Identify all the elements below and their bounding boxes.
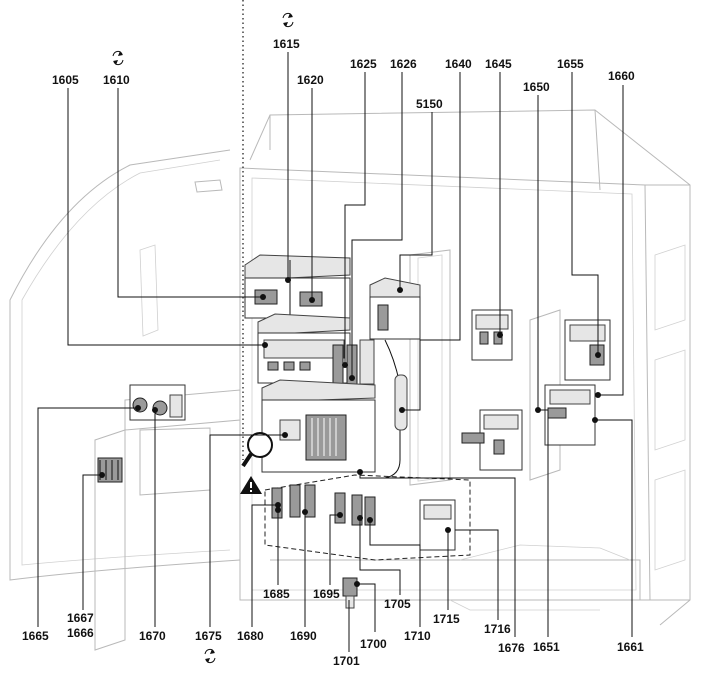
label-1650: 1650 — [523, 80, 550, 94]
label-1605: 1605 — [52, 73, 79, 87]
label-1661: 1661 — [617, 640, 644, 654]
dashed-detail-box — [264, 474, 471, 561]
label-1701: 1701 — [333, 654, 360, 668]
label-1695: 1695 — [313, 587, 340, 601]
rotate-arrows-icon — [204, 648, 216, 664]
label-1666: 1666 — [67, 626, 94, 640]
label-1670: 1670 — [139, 629, 166, 643]
label-1690: 1690 — [290, 629, 317, 643]
devices — [97, 254, 611, 609]
label-1620: 1620 — [297, 73, 324, 87]
label-1667: 1667 — [67, 611, 94, 625]
label-1715: 1715 — [433, 612, 460, 626]
label-1716: 1716 — [484, 622, 511, 636]
warning-triangle-icon — [240, 476, 262, 494]
label-1615: 1615 — [273, 37, 300, 51]
label-1640: 1640 — [445, 57, 472, 71]
label-1626: 1626 — [390, 57, 417, 71]
label-1655: 1655 — [557, 57, 584, 71]
label-1710: 1710 — [404, 629, 431, 643]
label-1610: 1610 — [103, 73, 130, 87]
label-1685: 1685 — [263, 587, 290, 601]
rotate-arrows-icon — [282, 12, 294, 28]
label-1651: 1651 — [533, 640, 560, 654]
leader-lines — [37, 52, 633, 652]
label-1645: 1645 — [485, 57, 512, 71]
label-1700: 1700 — [360, 637, 387, 651]
label-1676: 1676 — [498, 641, 525, 655]
label-1680: 1680 — [237, 629, 264, 643]
label-1665: 1665 — [22, 629, 49, 643]
label-5150: 5150 — [416, 97, 443, 111]
label-1625: 1625 — [350, 57, 377, 71]
label-1675: 1675 — [195, 629, 222, 643]
rotate-arrows-icon — [112, 50, 124, 66]
label-1660: 1660 — [608, 69, 635, 83]
cabinet — [9, 109, 691, 651]
callout-labels: 1605 1610 1615 1620 1625 1626 1640 1645 … — [22, 37, 644, 668]
label-1705: 1705 — [384, 597, 411, 611]
magnifier-icon — [241, 432, 273, 468]
